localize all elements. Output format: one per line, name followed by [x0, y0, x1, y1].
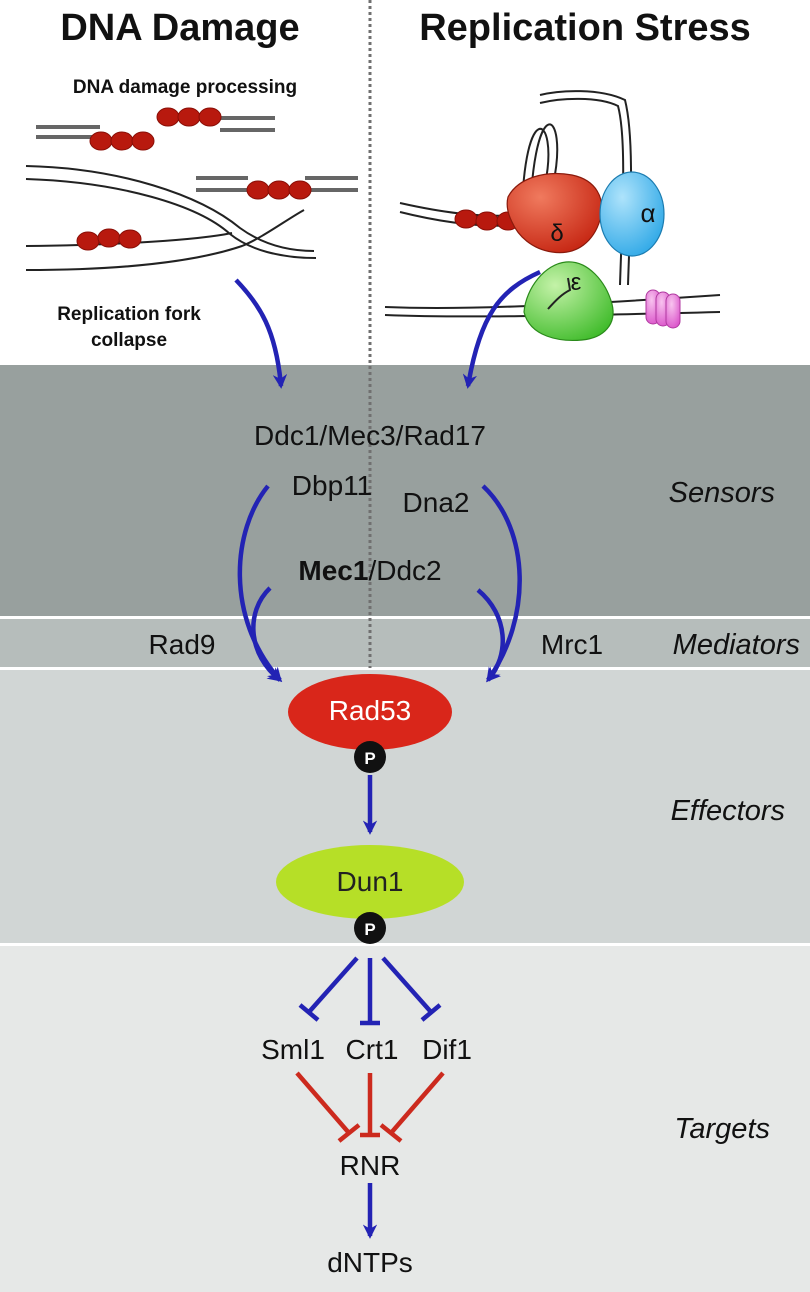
node-mec1-ddc2: Mec1/Ddc2 [298, 555, 441, 586]
dun1-phospho-badge [354, 912, 386, 944]
node-rnr: RNR [340, 1150, 401, 1181]
dun1-label: Dun1 [337, 866, 404, 897]
node-dbp11: Dbp11 [292, 470, 372, 501]
pol-alpha-label: α [640, 198, 655, 228]
node-dif1: Dif1 [422, 1034, 472, 1065]
pol-epsilon-label: ε [571, 269, 582, 296]
pol-epsilon [523, 261, 614, 341]
pol-delta [506, 172, 603, 254]
dun1-inhibition-lines [298, 956, 442, 1026]
target-inhibition-lines [295, 1071, 445, 1143]
inhibition-bar [379, 1123, 403, 1143]
dif1-inhibits-rnr [389, 1071, 445, 1135]
fork-collapse-label-line1: Replication fork [57, 304, 201, 325]
rad53-label: Rad53 [329, 695, 412, 726]
arrow-mec1-to-rad53-left [251, 586, 283, 682]
sml1-inhibits-rnr [295, 1071, 351, 1135]
header-replication-stress: Replication Stress [419, 7, 751, 49]
activation-arrows [234, 269, 541, 1239]
band-label-mediators: Mediators [673, 629, 800, 661]
mec1-bold: Mec1 [298, 555, 368, 586]
node-dna2: Dna2 [403, 487, 470, 518]
ddc2-suffix: /Ddc2 [368, 555, 441, 586]
sensors-band [0, 365, 810, 616]
node-dntps: dNTPs [327, 1247, 413, 1278]
mcm-helicase [645, 289, 681, 329]
processed-dna-fragments [36, 116, 358, 192]
replisome-dna [547, 277, 572, 310]
arrow-mec1-to-rad53-right [476, 588, 505, 683]
pol-delta-label: δ [550, 220, 563, 247]
nucleosome-clusters [76, 107, 312, 251]
band-label-targets: Targets [674, 1113, 770, 1145]
node-ddc1-mec3-rad17: Ddc1/Mec3/Rad17 [254, 420, 486, 451]
band-divider [0, 667, 810, 670]
node-rad9: Rad9 [149, 629, 216, 660]
fork-collapse-label-line2: collapse [91, 330, 167, 351]
node-sml1: Sml1 [261, 1034, 325, 1065]
arrow-damage-to-sensors [234, 278, 288, 389]
node-crt1: Crt1 [346, 1034, 399, 1065]
inhibition-bar [420, 1003, 442, 1022]
band-label-sensors: Sensors [669, 477, 775, 509]
inhibition-bar [337, 1123, 361, 1143]
dun1-inhibits-dif1 [381, 956, 433, 1014]
mediators-band [0, 619, 810, 667]
collapsed-fork-dna [25, 165, 317, 271]
band-divider [0, 616, 810, 619]
rad53-phospho-badge [354, 741, 386, 773]
header-dna-damage: DNA Damage [60, 7, 299, 49]
inhibition-bar [298, 1003, 320, 1022]
dun1-phospho-label: P [364, 920, 375, 939]
node-mrc1: Mrc1 [541, 629, 603, 660]
dun1-node [276, 845, 464, 919]
arrow-stress-to-sensors [462, 269, 541, 389]
rad53-node [288, 674, 452, 750]
pol-alpha [599, 171, 665, 257]
band-label-effectors: Effectors [671, 795, 785, 827]
dun1-inhibits-sml1 [307, 956, 359, 1014]
damage-processing-label: DNA damage processing [73, 77, 297, 98]
band-divider [0, 943, 810, 946]
rad53-phospho-label: P [364, 749, 375, 768]
